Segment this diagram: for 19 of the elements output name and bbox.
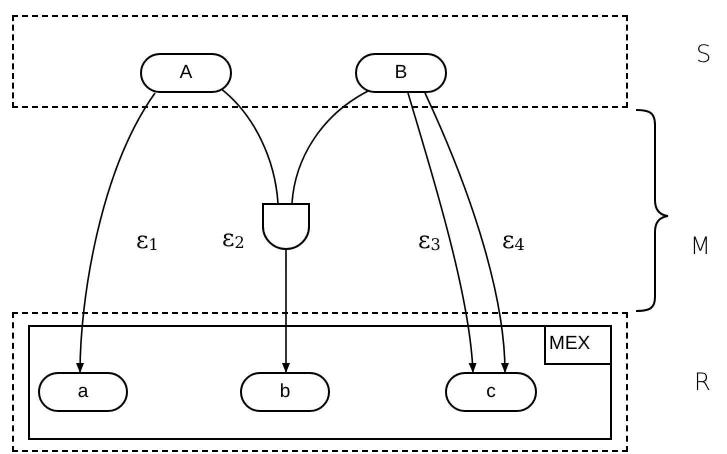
connector	[291, 89, 370, 204]
frame-title: MEX	[544, 325, 612, 365]
group-frame	[28, 325, 612, 440]
dashed-region	[12, 312, 628, 452]
dashed-region	[12, 15, 628, 108]
and-gate	[262, 203, 310, 250]
connector	[407, 92, 476, 373]
brace-label: M	[690, 232, 711, 260]
connector	[76, 92, 156, 373]
rounded-node: c	[445, 372, 537, 412]
rounded-node: b	[240, 372, 330, 412]
connector	[282, 250, 290, 373]
connector	[220, 87, 279, 204]
region-label: S	[696, 40, 712, 68]
rounded-node: B	[355, 53, 447, 93]
rounded-node: a	[38, 372, 128, 412]
region-label: R	[694, 368, 711, 396]
rounded-node: A	[140, 53, 232, 93]
connector	[424, 92, 509, 373]
